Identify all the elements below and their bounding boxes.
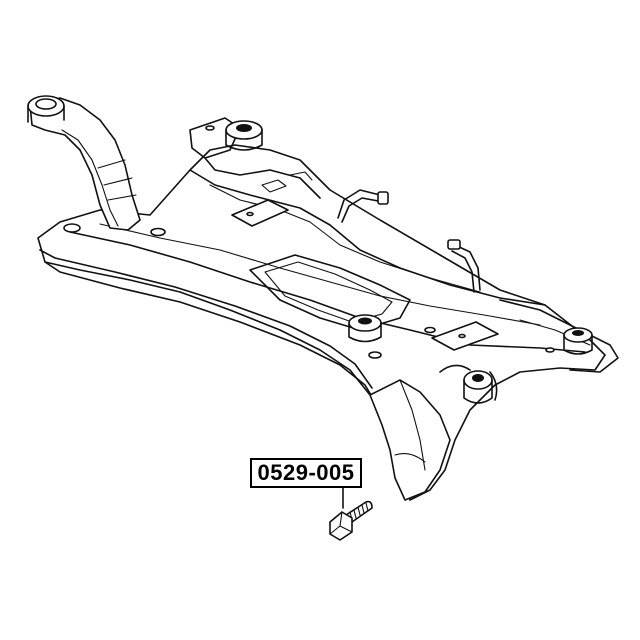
- left-arm-edge: [61, 129, 119, 227]
- subframe-rear-arm: [204, 157, 321, 199]
- subframe-main-plate: [37, 144, 606, 501]
- left-control-arm: [27, 95, 141, 231]
- left-arm-collar: [97, 159, 137, 201]
- subframe-rear-tab-left: [189, 117, 241, 159]
- front-right-bushing-body: [463, 379, 493, 404]
- hole-rear-tab: [205, 125, 215, 131]
- front-bracket-fold: [394, 453, 426, 463]
- hole-left-2: [150, 227, 166, 237]
- left-arm-bushing-side: [27, 105, 65, 123]
- mounting-bolt: [329, 500, 373, 541]
- tube-upper: [337, 189, 381, 219]
- hole-center-2: [424, 326, 436, 334]
- tube-lines: [289, 171, 481, 293]
- left-arm-bushing-hole: [35, 98, 57, 110]
- bolt-threads: [349, 502, 369, 521]
- right-bushing-body: [563, 334, 593, 355]
- hole-left-1: [63, 223, 81, 233]
- front-bracket-body: [369, 379, 451, 501]
- subframe-center-recess: [249, 254, 411, 331]
- subframe-center-recess-inner: [264, 261, 393, 323]
- part-number-callout: 0529-005: [250, 458, 362, 488]
- rear-left-bushing-hole: [236, 124, 252, 132]
- tube-upper-end: [377, 191, 389, 205]
- tube-lower: [454, 244, 481, 291]
- center-bushing-body: [348, 322, 382, 343]
- subframe-right-arm: [499, 299, 619, 373]
- tube-clip: [289, 171, 313, 181]
- front-lower-bracket: [369, 379, 451, 501]
- tube-upper-inner: [341, 197, 385, 223]
- subframe-inner-ridge: [99, 223, 541, 326]
- pad-front-hole: [458, 333, 466, 339]
- hole-right: [545, 347, 555, 353]
- mounting-pads: [231, 179, 499, 351]
- left-arm-body: [29, 97, 141, 231]
- subframe-front-lip: [39, 249, 373, 389]
- right-bushing-hole: [572, 330, 584, 336]
- pad-rear-hole: [246, 211, 254, 217]
- center-bushing-hole: [358, 317, 372, 325]
- rear-left-bushing-body: [225, 129, 263, 151]
- bolt-head-facets: [329, 511, 353, 535]
- tube-lower-end: [447, 239, 461, 250]
- subframe-rear-rail-inner: [209, 184, 481, 293]
- front-right-bushing-hole: [472, 374, 484, 382]
- front-bracket-edge: [399, 379, 426, 471]
- mounting-bushings: [225, 120, 593, 404]
- hole-center-1: [368, 351, 382, 359]
- front-right-bracket: [439, 364, 498, 401]
- tube-lower-inner: [451, 250, 475, 293]
- subframe-top-ridge: [69, 231, 586, 353]
- pad-rear: [231, 199, 289, 227]
- subframe-rear-rail: [189, 169, 546, 306]
- pad-small-rear: [261, 179, 287, 193]
